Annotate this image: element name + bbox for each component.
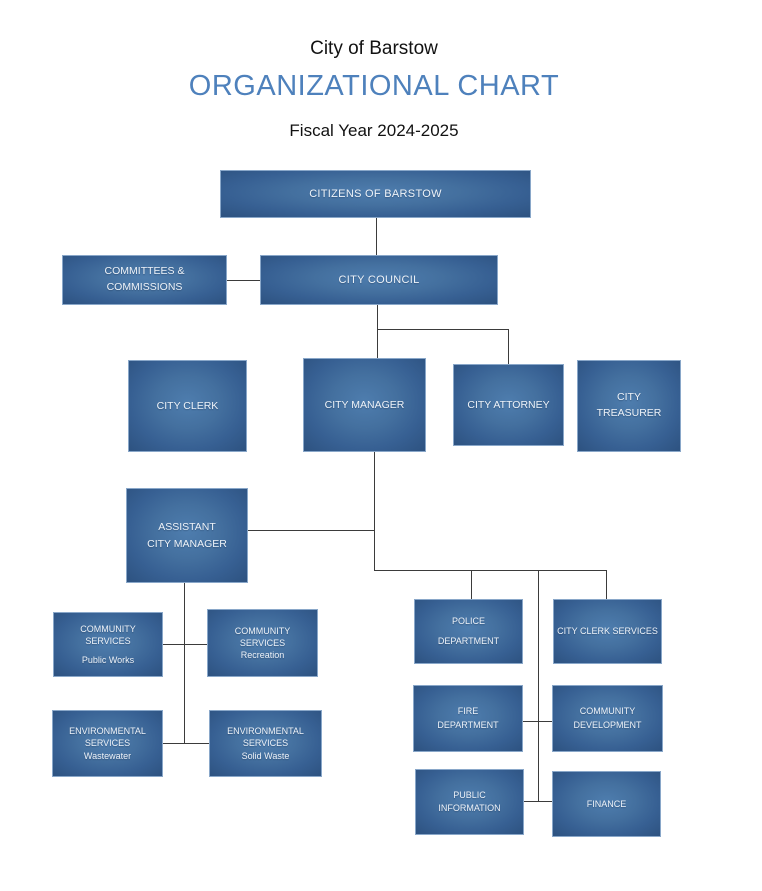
org-box-label: CITIZENS OF BARSTOW — [309, 187, 442, 200]
connector-departments-spine — [538, 570, 539, 801]
org-box-sublabel: Recreation — [240, 650, 285, 661]
org-box-city-clerk-services: CITY CLERK SERVICES — [553, 599, 662, 664]
org-box-sublabel: Solid Waste — [241, 750, 290, 761]
org-box-sublabel: Wastewater — [83, 750, 132, 761]
org-box-community-development: COMMUNITY DEVELOPMENT — [552, 685, 663, 752]
org-box-label: COMMUNITY DEVELOPMENT — [573, 706, 642, 730]
org-box-label: CITY MANAGER — [324, 398, 405, 411]
org-box-label: ENVIRONMENTAL SERVICES — [227, 726, 304, 749]
org-box-community-services-recreation: COMMUNITY SERVICES Recreation — [207, 609, 318, 677]
connector-assistant-down — [184, 583, 185, 743]
org-box-label: PUBLIC INFORMATION — [438, 789, 501, 814]
org-box-fire-department: FIRE DEPARTMENT — [413, 685, 523, 752]
org-box-public-information: PUBLIC INFORMATION — [415, 769, 524, 835]
org-box-city-treasurer: CITY TREASURER — [577, 360, 681, 452]
org-box-label: CITY ATTORNEY — [467, 398, 550, 411]
fiscal-year-label: Fiscal Year 2024-2025 — [289, 121, 459, 140]
org-box-label: CITY COUNCIL — [338, 273, 420, 286]
page-title: ORGANIZATIONAL CHART — [188, 70, 560, 102]
org-box-finance: FINANCE — [552, 771, 661, 837]
org-box-committees-commissions: COMMITTEES & COMMISSIONS — [62, 255, 227, 305]
connector-council-manager — [377, 305, 378, 358]
org-box-sublabel: Public Works — [81, 655, 135, 666]
connector-manager-down — [374, 452, 375, 570]
org-box-label: COMMITTEES & COMMISSIONS — [104, 265, 185, 293]
connector-citizens-council — [376, 218, 377, 255]
org-box-label: COMMUNITY SERVICES — [234, 625, 291, 648]
org-box-city-clerk: CITY CLERK — [128, 360, 247, 452]
org-box-police-department: POLICE DEPARTMENT — [414, 599, 523, 664]
connector-assistant-branch — [248, 530, 374, 531]
connector-public-info-finance — [524, 801, 552, 802]
org-box-environmental-services-wastewater: ENVIRONMENTAL SERVICES Wastewater — [52, 710, 163, 777]
org-box-label: CITY CLERK SERVICES — [557, 626, 658, 637]
org-box-city-attorney: CITY ATTORNEY — [453, 364, 564, 446]
connector-clerk-services-drop — [606, 570, 607, 599]
org-box-label: FIRE DEPARTMENT — [437, 706, 499, 730]
connector-departments-top — [374, 570, 606, 571]
org-box-label: FINANCE — [586, 798, 627, 809]
connector-environmental-services — [163, 743, 209, 744]
connector-council-attorney-v — [508, 329, 509, 364]
org-box-environmental-services-solid-waste: ENVIRONMENTAL SERVICES Solid Waste — [209, 710, 322, 777]
org-box-assistant-city-manager: ASSISTANT CITY MANAGER — [126, 488, 248, 583]
org-box-label: ENVIRONMENTAL SERVICES — [69, 726, 146, 749]
org-box-city-manager: CITY MANAGER — [303, 358, 426, 452]
org-box-label: POLICE DEPARTMENT — [437, 615, 500, 646]
connector-police-drop — [471, 570, 472, 599]
org-box-citizens-of-barstow: CITIZENS OF BARSTOW — [220, 170, 531, 218]
org-box-community-services-public-works: COMMUNITY SERVICES Public Works — [53, 612, 163, 677]
org-box-label: ASSISTANT CITY MANAGER — [147, 520, 227, 550]
organization-name: City of Barstow — [310, 38, 438, 59]
connector-community-services — [163, 644, 207, 645]
org-box-label: CITY TREASURER — [596, 391, 662, 419]
connector-fire-community-dev — [523, 721, 552, 722]
connector-committees-council — [227, 280, 260, 281]
org-box-label: CITY CLERK — [156, 399, 219, 412]
org-box-city-council: CITY COUNCIL — [260, 255, 498, 305]
connector-council-attorney-h — [377, 329, 508, 330]
org-box-label: COMMUNITY SERVICES — [80, 623, 136, 646]
